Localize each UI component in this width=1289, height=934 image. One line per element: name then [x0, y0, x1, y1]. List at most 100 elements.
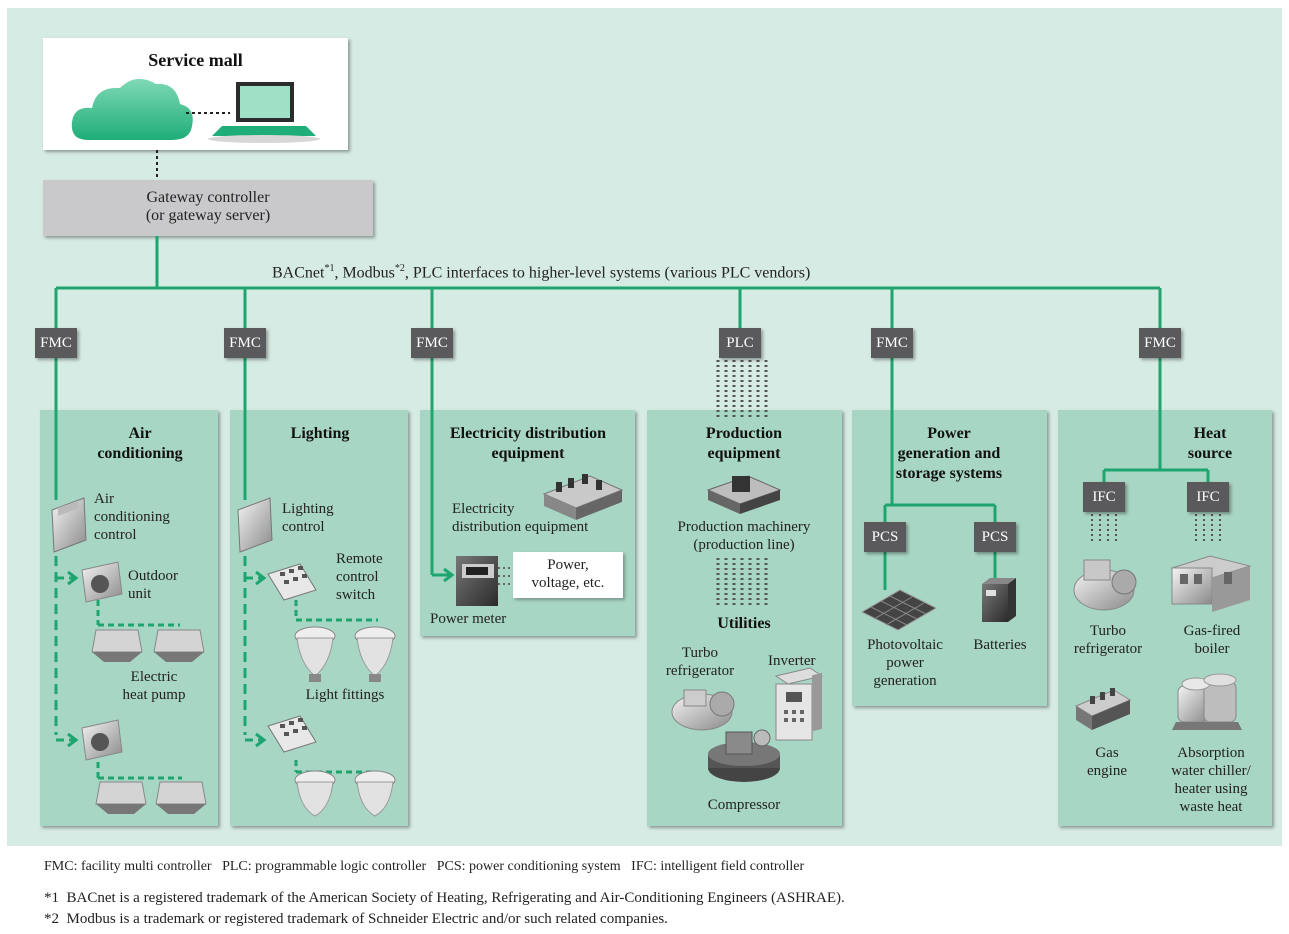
- bus-label: BACnet*1, Modbus*2, PLC interfaces to hi…: [272, 260, 810, 282]
- air-conditioning-wiring: [54, 358, 182, 780]
- electricity-title-line-1: Electricity distribution: [450, 425, 606, 442]
- electric-heat-pump-icon: [91, 629, 205, 662]
- air-title-line-1: Air: [128, 425, 152, 442]
- heat-turbo-line-1: Turbo: [1089, 623, 1127, 639]
- bus-label-sup-1: *1: [324, 263, 335, 274]
- remote-control-switch-icon: [267, 563, 317, 601]
- lighting-panel: [230, 410, 408, 826]
- pump-line-2: heat pump: [122, 687, 186, 703]
- pv-line-1: Photovoltaic: [867, 637, 943, 653]
- boiler-line-2: boiler: [1194, 641, 1230, 657]
- heat-turbo-line-2: refrigerator: [1073, 641, 1143, 657]
- air-control-line-3: control: [94, 527, 137, 543]
- heat-turbo-refrigerator-label: Turbo refrigerator: [1060, 622, 1156, 658]
- absorption-water-chiller-icon: [1172, 673, 1242, 730]
- boiler-line-1: Gas-fired: [1183, 623, 1241, 639]
- light-fittings-label: Light fittings: [305, 687, 385, 703]
- equip-line-1: Electricity: [452, 501, 515, 517]
- outdoor-unit-icon: [81, 561, 123, 603]
- ifc-dotted-link: [1091, 514, 1221, 542]
- bus-label-rest: , PLC interfaces to higher-level systems…: [404, 264, 811, 282]
- outdoor-unit-label: Outdoor unit: [128, 567, 178, 603]
- inverter-icon: [774, 667, 824, 741]
- compressor-label: Compressor: [707, 797, 781, 813]
- air-conditioning-control-label: Air conditioning control: [94, 490, 170, 544]
- footnote-2: *2 Modbus is a trademark or registered t…: [44, 911, 668, 927]
- pcs-tag-photovoltaic: PCS: [864, 522, 906, 552]
- remote-line-3: switch: [336, 587, 376, 603]
- power-meter-icon: [456, 556, 498, 606]
- lighting-control-icon: [237, 497, 273, 553]
- electricity-distribution-equipment-icon: [542, 474, 624, 520]
- fmc-tag-power-generation: FMC: [871, 328, 913, 358]
- air-conditioning-control-icon: [51, 497, 87, 553]
- heat-source-title: Heat source: [1160, 424, 1260, 464]
- light-fitting-icon-2: [294, 770, 396, 817]
- electricity-distribution-equipment-label: Electricity distribution equipment: [452, 500, 588, 536]
- machinery-line-1: Production machinery: [677, 519, 811, 535]
- turbo-line-1: Turbo: [681, 645, 719, 661]
- gas-engine-label: Gas engine: [1064, 744, 1150, 780]
- gateway-controller-box: Gateway controller (or gateway server): [43, 180, 373, 236]
- electricity-wiring: [430, 358, 455, 583]
- gas-fired-boiler-label: Gas-fired boiler: [1162, 622, 1262, 658]
- electricity-title-line-2: equipment: [491, 445, 565, 462]
- pv-line-3: generation: [873, 673, 937, 689]
- photovoltaic-label: Photovoltaic power generation: [852, 636, 958, 690]
- remote-line-2: control: [336, 569, 379, 585]
- air-conditioning-panel: [40, 410, 218, 826]
- footnote-1: *1 BACnet is a registered trademark of t…: [44, 890, 845, 906]
- gas-fired-boiler-icon: [1170, 555, 1252, 612]
- outdoor-unit-icon-2: [81, 719, 123, 761]
- power-title-line-2: generation and: [897, 445, 1001, 462]
- electric-heat-pump-label: Electric heat pump: [94, 668, 214, 704]
- readout-line-1: Power,: [547, 557, 589, 573]
- absorb-line-1: Absorption: [1177, 745, 1245, 761]
- fmc-tag-air-conditioning: FMC: [35, 328, 77, 358]
- lighting-control-line-1: Lighting: [282, 501, 334, 517]
- engine-line-1: Gas: [1095, 745, 1119, 761]
- engine-line-2: engine: [1087, 763, 1127, 779]
- machinery-line-2: (production line): [693, 537, 795, 553]
- absorb-line-4: waste heat: [1179, 799, 1243, 815]
- bus-label-sup-2: *2: [394, 263, 405, 274]
- equip-line-2: distribution equipment: [452, 519, 589, 535]
- meter-readout-box: Power, voltage, etc.: [513, 552, 623, 598]
- ifc-tag-left: IFC: [1083, 482, 1125, 512]
- gateway-line-1: Gateway controller: [146, 189, 270, 206]
- light-fitting-icon: [294, 626, 396, 682]
- heat-source-wiring: [1102, 358, 1210, 482]
- turbo-refrigerator-icon-2: [1073, 559, 1137, 611]
- outdoor-line-1: Outdoor: [128, 568, 178, 584]
- fmc-tag-electricity: FMC: [411, 328, 453, 358]
- air-conditioning-title: Air conditioning: [90, 424, 190, 464]
- lighting-control-label: Lighting control: [282, 500, 334, 536]
- production-equipment-title: Production equipment: [650, 424, 838, 464]
- service-mall-title: Service mall: [148, 50, 243, 70]
- bus-label-bacnet: BACnet: [272, 264, 325, 282]
- absorb-line-2: water chiller/: [1171, 763, 1251, 779]
- plc-dotted-link: [716, 360, 768, 608]
- lighting-control-line-2: control: [282, 519, 325, 535]
- air-control-line-2: conditioning: [94, 509, 170, 525]
- fmc-tag-lighting: FMC: [224, 328, 266, 358]
- readout-line-2: voltage, etc.: [531, 575, 605, 591]
- plc-tag-production: PLC: [719, 328, 761, 358]
- turbo-line-2: refrigerator: [665, 663, 735, 679]
- production-machinery-icon: [706, 475, 782, 514]
- power-title-line-3: storage systems: [895, 465, 1003, 482]
- laptop-icon: [208, 82, 320, 143]
- bus-label-modbus: , Modbus: [334, 264, 395, 282]
- inverter-label: Inverter: [768, 653, 816, 669]
- turbo-refrigerator-label: Turbo refrigerator: [652, 644, 748, 680]
- fmc-tag-heat-source: FMC: [1139, 328, 1181, 358]
- pv-line-2: power: [886, 655, 924, 671]
- air-control-line-1: Air: [94, 491, 114, 507]
- meter-readout-link: [498, 567, 513, 585]
- production-title-line-1: Production: [705, 425, 783, 442]
- photovoltaic-panel-icon: [860, 589, 938, 631]
- electric-heat-pump-icon-2: [95, 781, 207, 814]
- main-bus: [54, 236, 1162, 328]
